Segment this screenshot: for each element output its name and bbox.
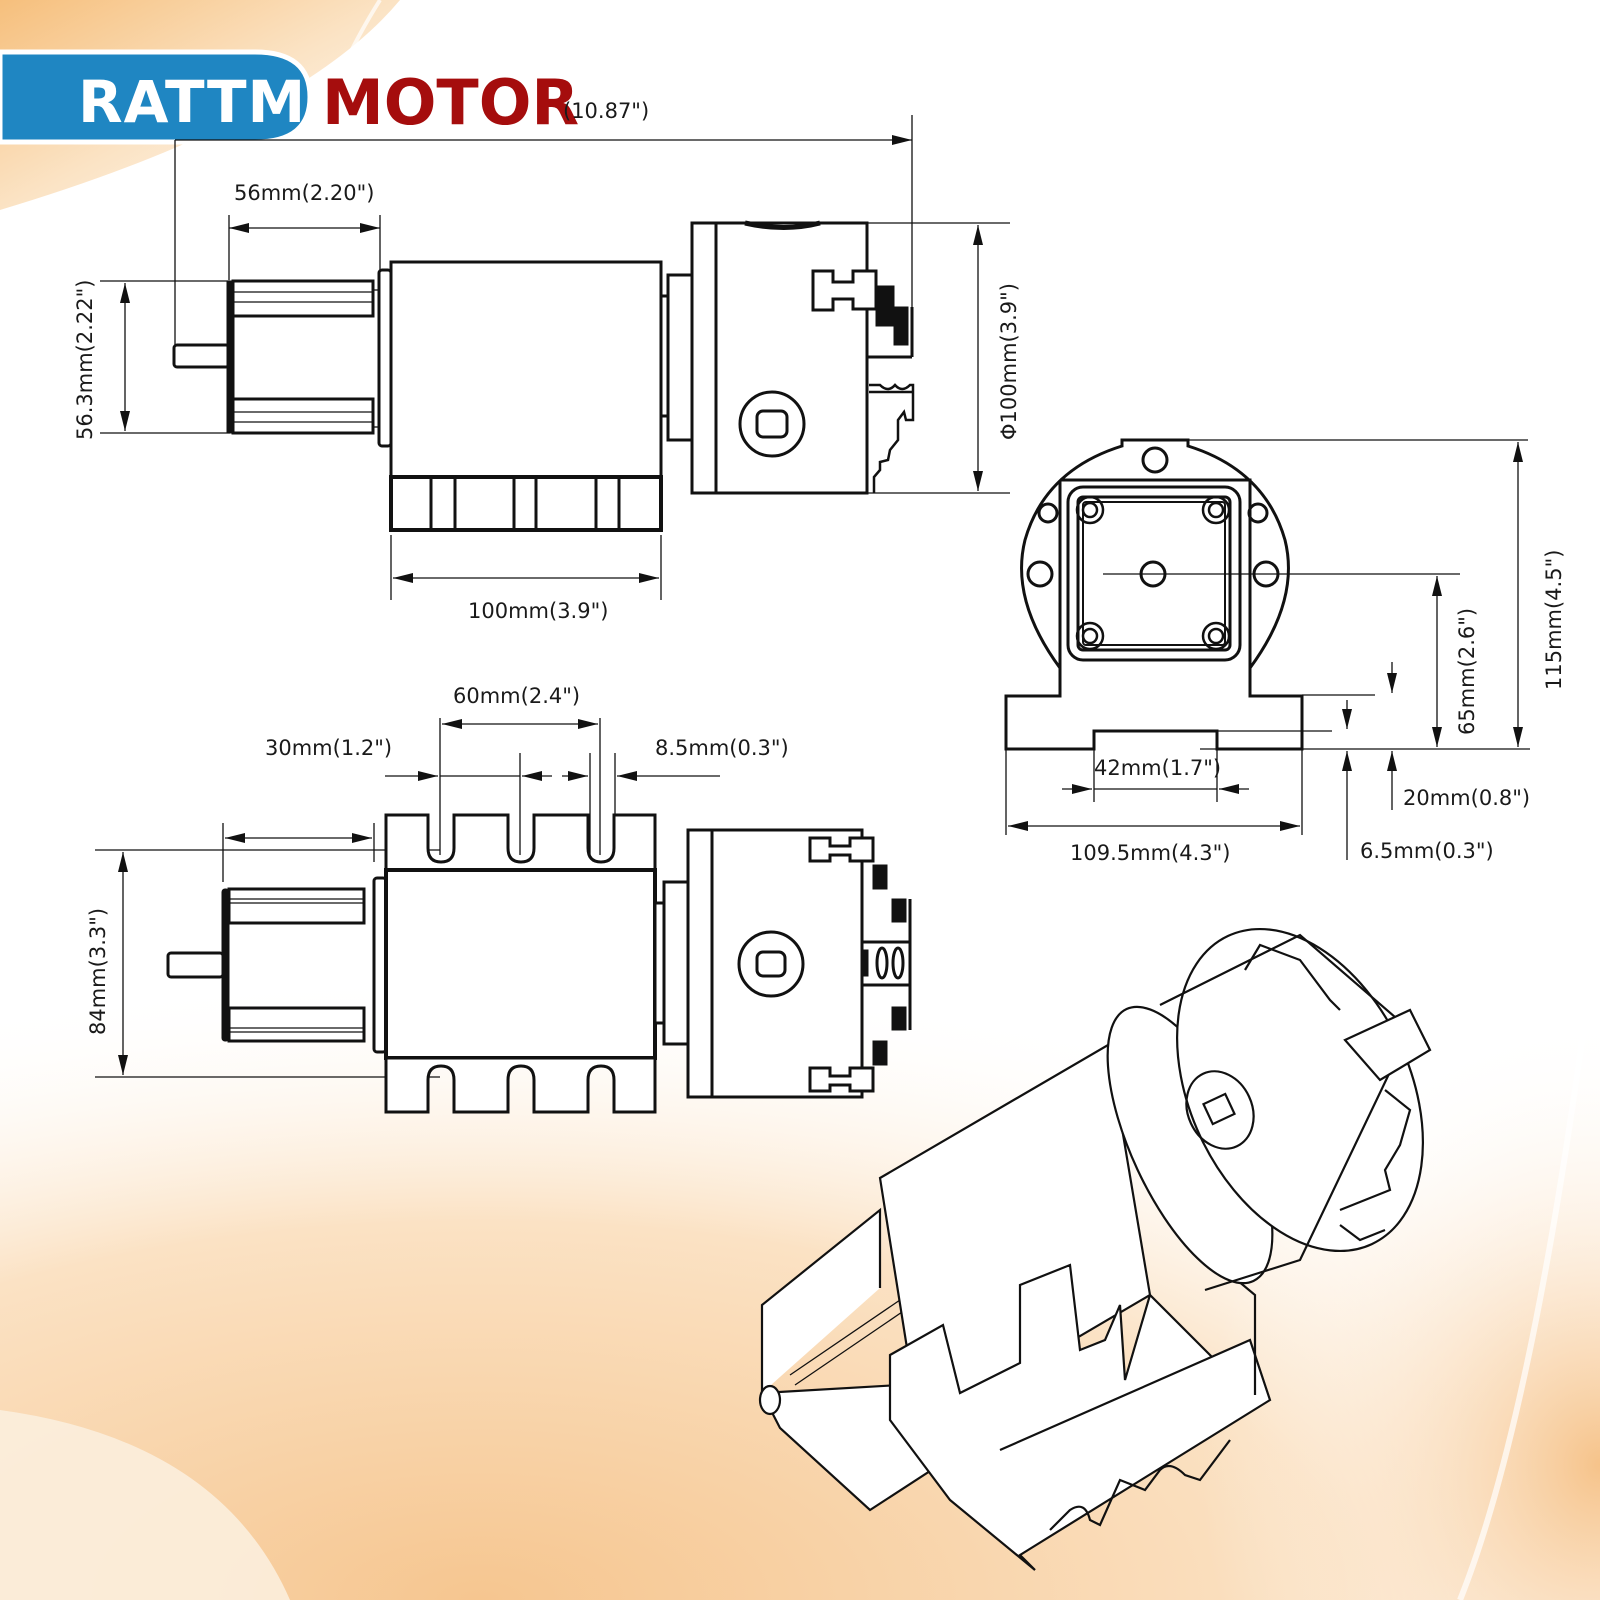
base-slots-bottom	[384, 1056, 657, 1114]
chuck-diameter-label: Φ100mm(3.9")	[997, 283, 1021, 440]
motor-flange	[377, 268, 393, 448]
slot-offset-label: 30mm(1.2")	[265, 736, 392, 760]
key-width-label: 42mm(1.7")	[1094, 756, 1221, 780]
logo-rattm-text: RATTM	[78, 68, 306, 136]
motor-height-label: 56.3mm(2.22")	[73, 280, 97, 440]
logo-motor-text: MOTOR	[322, 66, 579, 139]
base-width-side-label: 84mm(3.3")	[86, 908, 110, 1035]
isometric-view	[758, 927, 1432, 1571]
slot-pitch-label: 60mm(2.4")	[453, 684, 580, 708]
motor-length-label: 56mm(2.20")	[234, 181, 374, 205]
center-height-label: 65mm(2.6")	[1455, 608, 1479, 735]
key-height-label: 6.5mm(0.3")	[1360, 839, 1494, 863]
end-view: 115mm(4.5") 65mm(2.6") 20mm(0.8") 6.5mm(…	[1004, 438, 1566, 865]
base-thickness-label: 20mm(0.8")	[1403, 786, 1530, 810]
motor-shaft	[172, 343, 231, 369]
chuck-key-hole	[738, 390, 806, 458]
side-view: 60mm(2.4") 30mm(1.2") 8.5mm(0.3") 84mm(3…	[86, 684, 912, 1114]
base-width-label: 109.5mm(4.3")	[1070, 841, 1230, 865]
overall-length-label: (10.87")	[563, 99, 649, 123]
body-length-label: 100mm(3.9")	[468, 599, 608, 623]
rotary-body	[389, 260, 663, 479]
logo-badge	[0, 49, 313, 145]
brand-logo: RATTM MOTOR	[0, 49, 582, 145]
top-view: (10.87") 56mm(2.20") 56.3mm(2.22")	[73, 99, 1021, 623]
total-height-label: 115mm(4.5")	[1542, 550, 1566, 690]
base-slots-top	[384, 813, 657, 872]
chuck-body	[714, 221, 869, 495]
side-body	[384, 868, 657, 1060]
slot-width-label: 8.5mm(0.3")	[655, 736, 789, 760]
